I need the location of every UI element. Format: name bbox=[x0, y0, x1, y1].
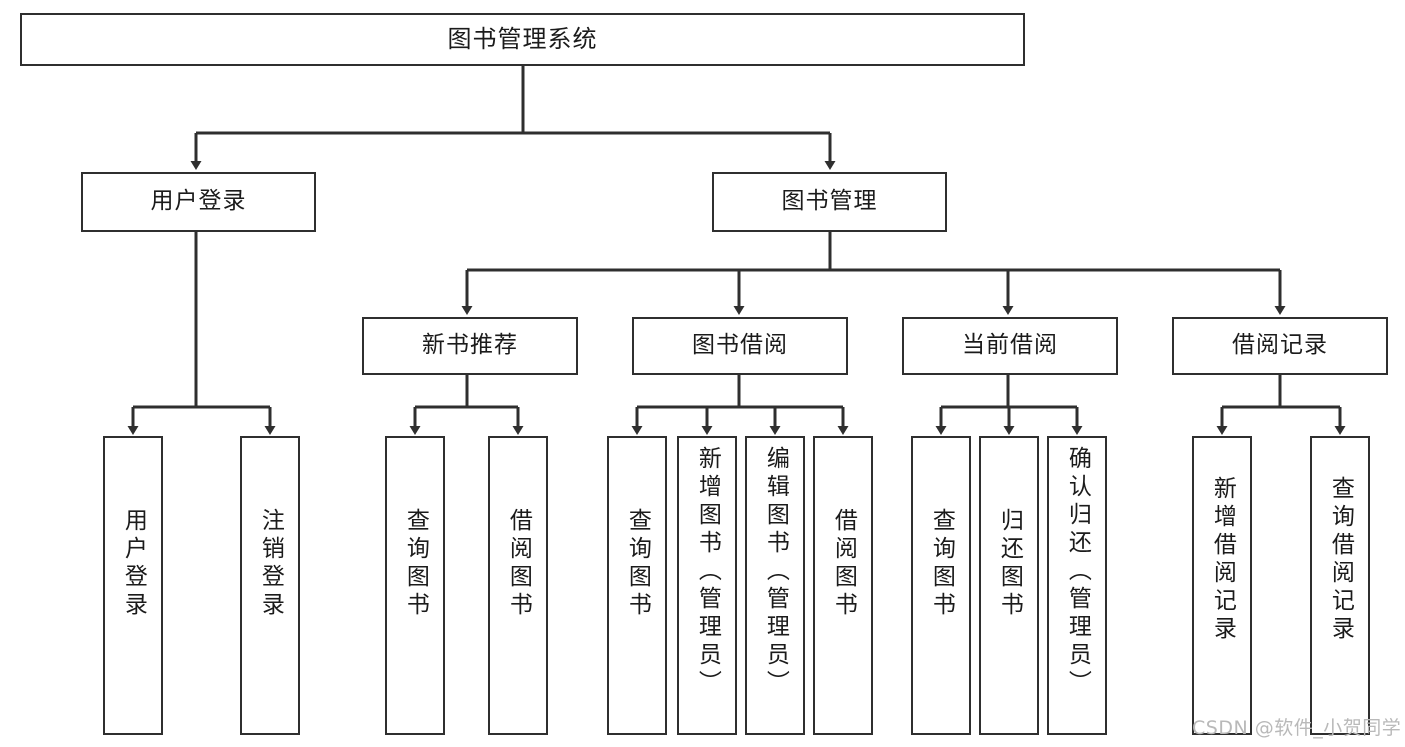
node-label: 图书借阅 bbox=[692, 332, 788, 359]
node-label: 用户登录 bbox=[120, 508, 147, 620]
node-label: 借阅图书 bbox=[830, 508, 857, 620]
leaf-user-login-signin[interactable]: 用户登录 bbox=[103, 436, 163, 735]
node-book-borrow[interactable]: 图书借阅 bbox=[632, 317, 848, 375]
leaf-new-book-query[interactable]: 查询图书 bbox=[385, 436, 445, 735]
node-book-management[interactable]: 图书管理 bbox=[712, 172, 947, 232]
node-label: 新增图书（管理员） bbox=[694, 446, 721, 698]
node-label: 归还图书 bbox=[996, 508, 1023, 620]
node-label: 查询图书 bbox=[928, 508, 955, 620]
leaf-record-add[interactable]: 新增借阅记录 bbox=[1192, 436, 1252, 735]
node-label: 新书推荐 bbox=[422, 332, 518, 359]
node-label: 当前借阅 bbox=[962, 332, 1058, 359]
node-label: 确认归还（管理员） bbox=[1064, 446, 1091, 698]
leaf-current-confirm-return-admin[interactable]: 确认归还（管理员） bbox=[1047, 436, 1107, 735]
leaf-borrow-edit-book-admin[interactable]: 编辑图书（管理员） bbox=[745, 436, 805, 735]
leaf-current-return-book[interactable]: 归还图书 bbox=[979, 436, 1039, 735]
leaf-borrow-add-book-admin[interactable]: 新增图书（管理员） bbox=[677, 436, 737, 735]
leaf-current-query-book[interactable]: 查询图书 bbox=[911, 436, 971, 735]
node-label: 查询图书 bbox=[402, 508, 429, 620]
node-user-login[interactable]: 用户登录 bbox=[81, 172, 316, 232]
node-label: 图书管理 bbox=[781, 188, 878, 215]
node-new-book-recommend[interactable]: 新书推荐 bbox=[362, 317, 578, 375]
leaf-borrow-borrow-book[interactable]: 借阅图书 bbox=[813, 436, 873, 735]
node-borrow-record[interactable]: 借阅记录 bbox=[1172, 317, 1388, 375]
node-label: 编辑图书（管理员） bbox=[762, 446, 789, 698]
csdn-watermark: CSDN @软件_小贺同学 bbox=[1192, 717, 1402, 739]
node-label: 查询借阅记录 bbox=[1327, 476, 1354, 644]
leaf-new-book-borrow[interactable]: 借阅图书 bbox=[488, 436, 548, 735]
node-current-borrow[interactable]: 当前借阅 bbox=[902, 317, 1118, 375]
leaf-record-query[interactable]: 查询借阅记录 bbox=[1310, 436, 1370, 735]
node-label: 注销登录 bbox=[257, 508, 284, 620]
node-label: 新增借阅记录 bbox=[1209, 476, 1236, 644]
leaf-borrow-query-book[interactable]: 查询图书 bbox=[607, 436, 667, 735]
node-label: 借阅记录 bbox=[1232, 332, 1328, 359]
node-label: 借阅图书 bbox=[505, 508, 532, 620]
node-label: 用户登录 bbox=[150, 188, 247, 215]
node-root-system[interactable]: 图书管理系统 bbox=[20, 13, 1025, 66]
leaf-user-login-signout[interactable]: 注销登录 bbox=[240, 436, 300, 735]
node-label: 查询图书 bbox=[624, 508, 651, 620]
node-label: 图书管理系统 bbox=[447, 25, 598, 54]
